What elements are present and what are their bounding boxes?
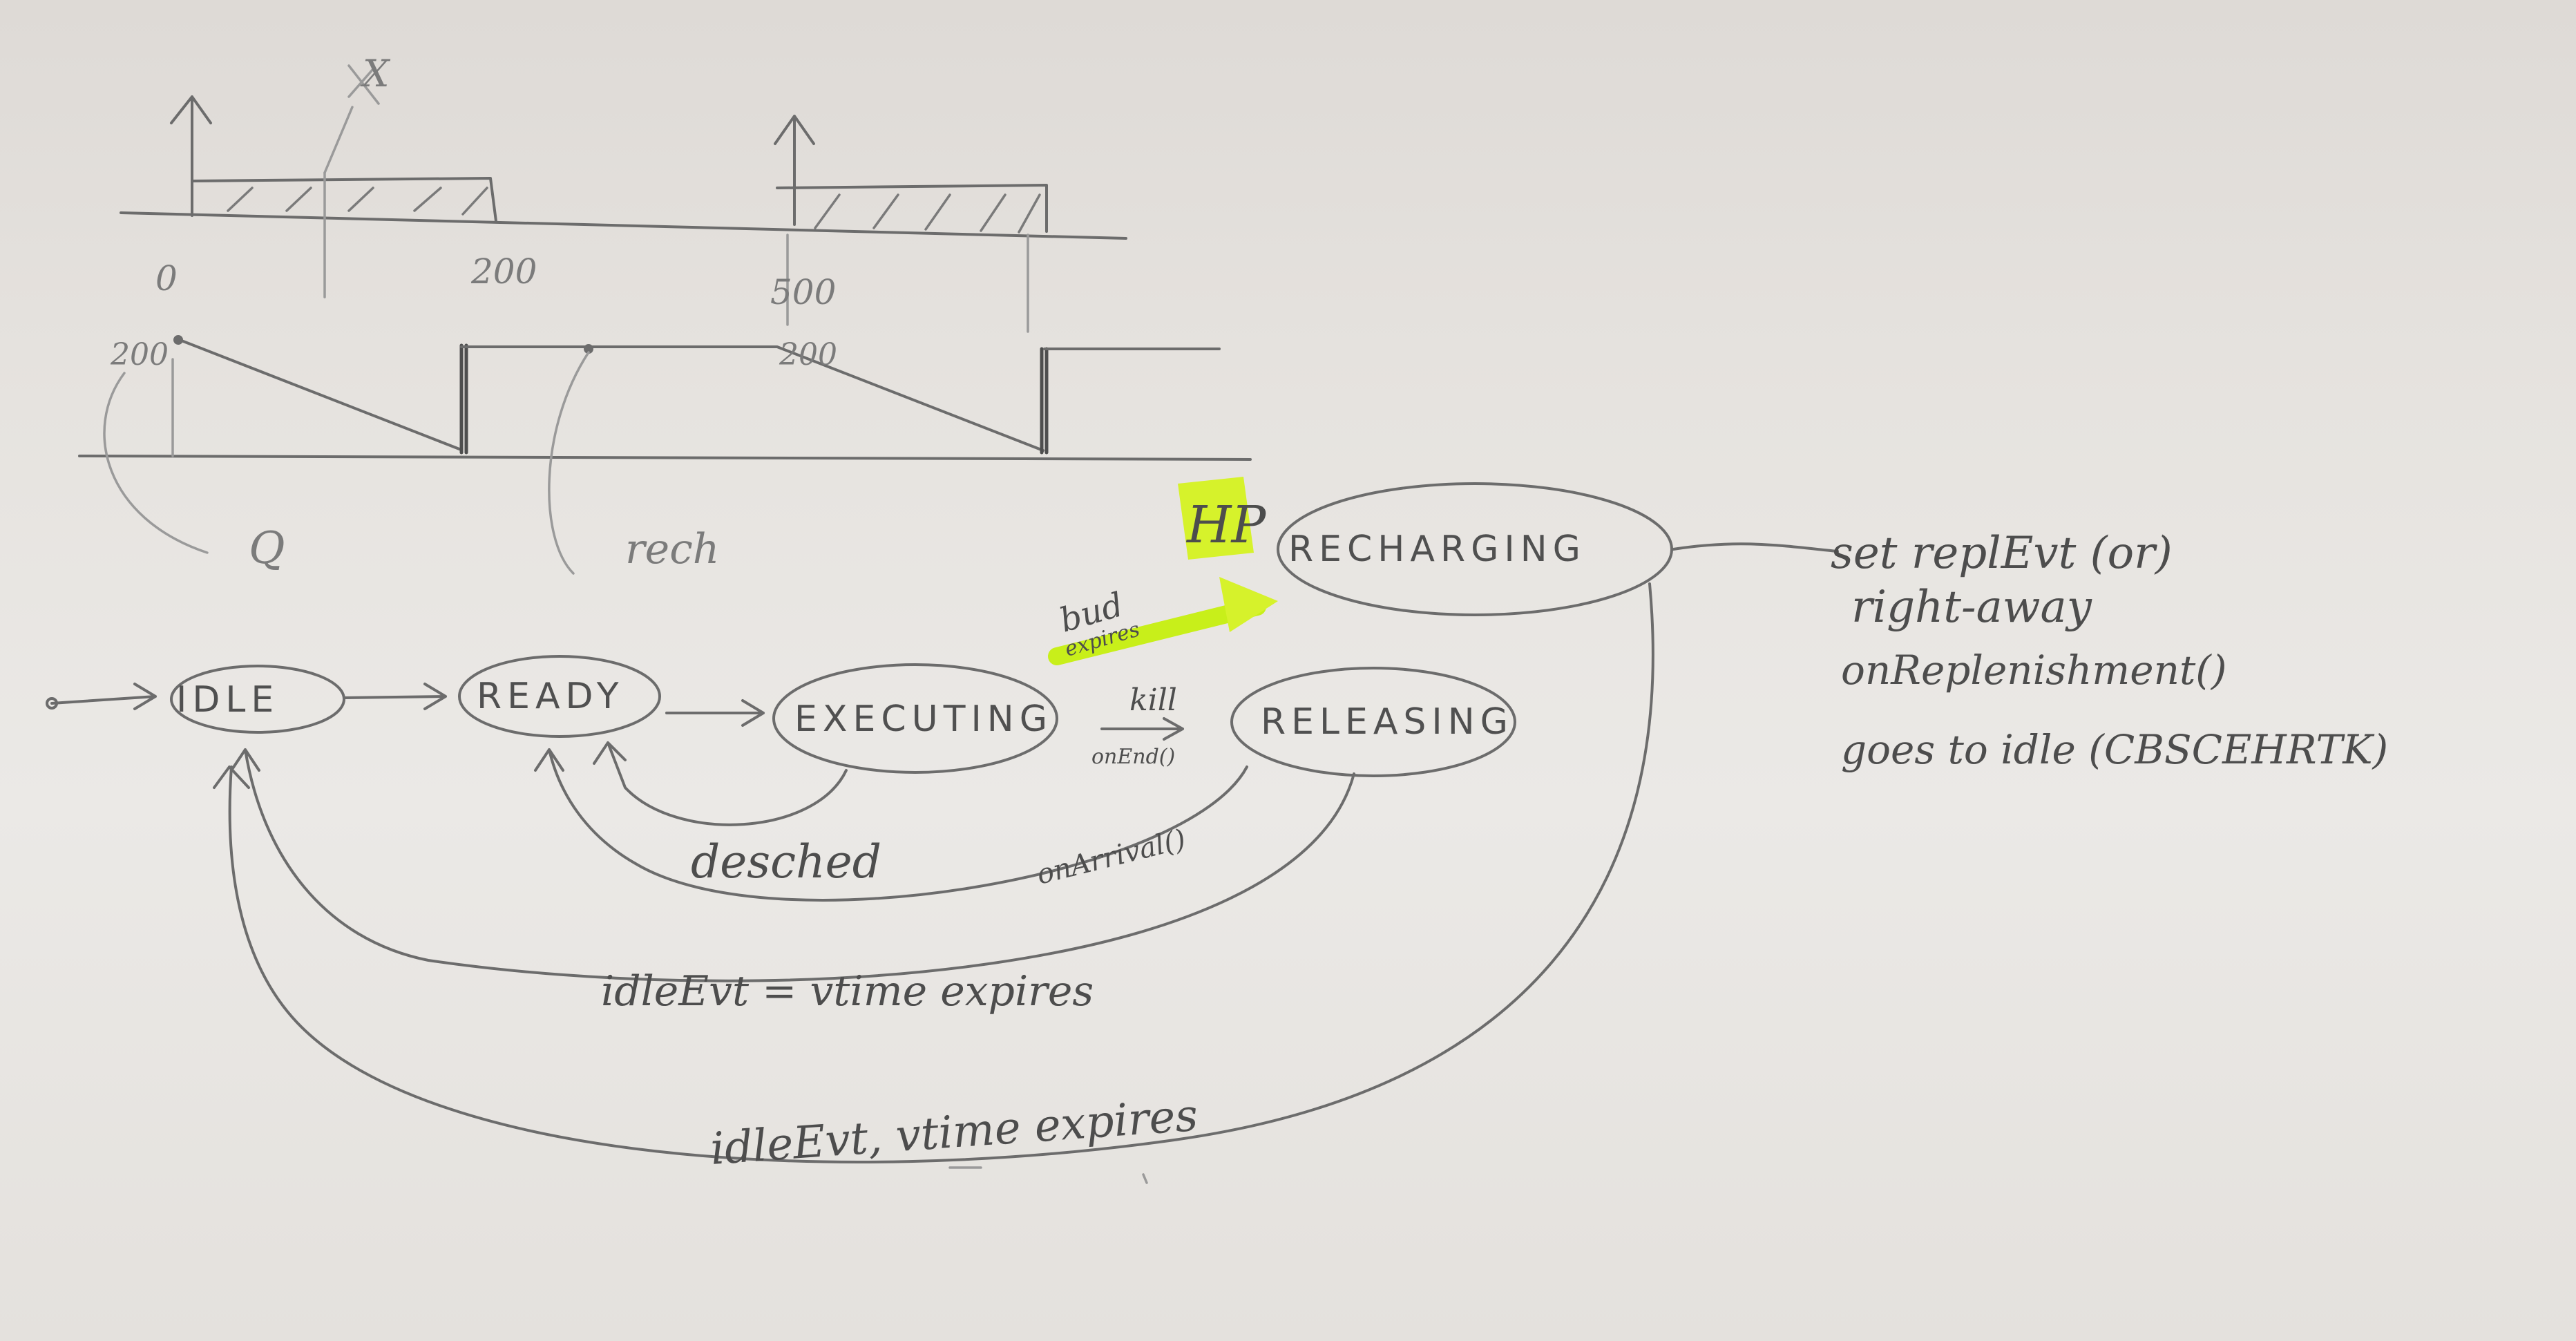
- budget-expires-highlight-arrow: [1048, 598, 1266, 665]
- recharge-dot: [584, 344, 593, 354]
- hatching-2: [814, 193, 1041, 234]
- state-recharging-label: RECHARGING: [1288, 529, 1586, 570]
- tick-200-label: 200: [470, 251, 537, 292]
- tick-0-label: 0: [155, 258, 178, 298]
- arrival-arrow-1: [170, 95, 212, 217]
- timeline-axis-bottom: [78, 455, 1252, 461]
- hp-label: HP: [1185, 495, 1267, 555]
- idle-evt-label-1: idleEvt = vtime expires: [601, 967, 1094, 1016]
- budget-refill-label: 200: [779, 337, 837, 372]
- budget-start-label: 200: [110, 337, 169, 372]
- arrow-ready-executing: [665, 699, 765, 727]
- arrow-recharging-idle: [213, 582, 1654, 1163]
- underline-vtime: [948, 1166, 1148, 1184]
- note-line-1: set replEvt (or): [1831, 528, 2173, 579]
- timeline-axis-top: [120, 211, 1127, 240]
- highlight-marks: [1048, 477, 1278, 665]
- state-ready: [458, 655, 661, 738]
- desched-label: desched: [691, 835, 881, 888]
- highlight-arrowhead: [1219, 577, 1278, 632]
- q-bracket: [103, 372, 209, 554]
- on-end-label: onEnd(): [1091, 745, 1175, 769]
- mark-x-label: X: [360, 52, 391, 95]
- state-executing: [772, 663, 1058, 774]
- budget-refill-edge-1: [459, 343, 468, 455]
- budget-decrease-1: [175, 337, 461, 450]
- state-releasing-label: RELEASING: [1261, 701, 1514, 743]
- activation-timeline: [120, 64, 1127, 333]
- entry-arrow: [50, 683, 157, 710]
- state-idle-label: IDLE: [176, 679, 279, 721]
- entry-dot: [46, 697, 58, 710]
- arrow-releasing-idle: [230, 748, 1355, 982]
- arrow-desched: [593, 741, 848, 826]
- arrow-idle-ready: [344, 683, 447, 710]
- budget-timeline: [78, 335, 1252, 575]
- tick-500-label: 500: [770, 272, 836, 312]
- q-label: Q: [249, 523, 285, 574]
- budget-box-1: [191, 177, 497, 222]
- arrow-executing-releasing: [1100, 717, 1184, 741]
- mark-x-stroke: [323, 64, 380, 174]
- rech-label: rech: [625, 525, 719, 573]
- note-line-2: right-away: [1851, 582, 2092, 633]
- note-line-3: onReplenishment(): [1841, 647, 2227, 694]
- budget-box-2: [776, 184, 1048, 233]
- state-idle: [170, 665, 345, 734]
- rech-bracket: [548, 351, 590, 575]
- note-connector: [1672, 542, 1839, 553]
- budget-refill-edge-2: [1040, 347, 1049, 455]
- guide-lines: [786, 234, 1029, 333]
- on-arrival-label: onArrival(): [1033, 824, 1189, 891]
- state-executing-label: EXECUTING: [794, 698, 1053, 740]
- state-machine: [46, 482, 1839, 1184]
- state-releasing: [1230, 667, 1516, 777]
- arrival-arrow-2: [774, 115, 815, 226]
- arrow-on-arrival: [534, 748, 1248, 902]
- budget-start-dot: [173, 335, 183, 345]
- state-ready-label: READY: [477, 676, 624, 717]
- hatching-1: [227, 187, 488, 216]
- budget-level: [460, 345, 1044, 452]
- note-line-4: goes to idle (CBSCEHRTK): [1841, 726, 2388, 773]
- idle-evt-label-2: idleEvt, vtime expires: [709, 1090, 1199, 1175]
- kill-label: kill: [1129, 683, 1177, 718]
- hp-highlight-patch: [1178, 477, 1254, 560]
